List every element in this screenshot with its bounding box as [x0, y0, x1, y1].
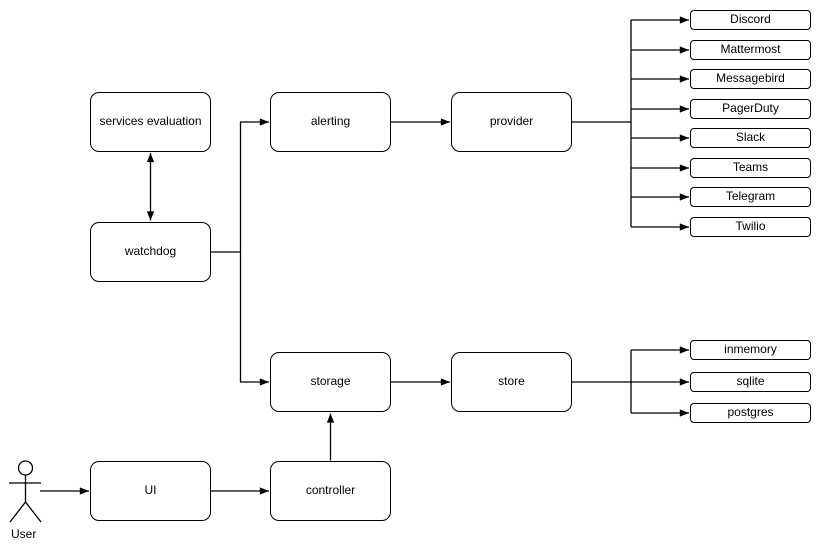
user-actor-label: User	[11, 527, 37, 541]
node-label: Twilio	[735, 219, 766, 234]
node-provider-twilio: Twilio	[690, 217, 811, 237]
node-label: Messagebird	[716, 71, 785, 86]
node-label: controller	[305, 483, 356, 498]
node-label: Mattermost	[720, 42, 781, 57]
node-label: postgres	[727, 405, 774, 420]
node-services-evaluation: services evaluation	[90, 92, 211, 152]
node-label: inmemory	[724, 342, 777, 357]
node-storage: storage	[270, 352, 391, 412]
edge-watchdog-alerting	[211, 118, 269, 253]
node-label: store	[498, 374, 525, 389]
node-label: Discord	[730, 12, 771, 27]
node-label: watchdog	[124, 244, 177, 259]
edge-watchdog-storage	[239, 252, 269, 386]
node-label: PagerDuty	[722, 101, 779, 116]
node-provider: provider	[451, 92, 572, 152]
node-store-sqlite: sqlite	[690, 372, 811, 392]
node-label: Teams	[732, 160, 769, 175]
node-label: services evaluation	[99, 114, 202, 129]
node-label: storage	[310, 374, 351, 389]
node-label: Telegram	[725, 189, 776, 204]
edge-store-trunk	[571, 350, 632, 413]
node-provider-teams: Teams	[690, 158, 811, 178]
node-label: alerting	[310, 114, 351, 129]
node-label: sqlite	[736, 374, 765, 389]
node-provider-slack: Slack	[690, 128, 811, 148]
node-store-inmemory: inmemory	[690, 340, 811, 360]
node-provider-messagebird: Messagebird	[690, 69, 811, 89]
node-label: provider	[489, 114, 534, 129]
node-store: store	[451, 352, 572, 412]
node-watchdog: watchdog	[90, 222, 211, 282]
node-label: UI	[144, 483, 157, 498]
edge-provider-trunk	[571, 20, 632, 227]
node-store-postgres: postgres	[690, 403, 811, 423]
node-provider-telegram: Telegram	[690, 187, 811, 207]
node-controller: controller	[270, 461, 391, 521]
node-provider-mattermost: Mattermost	[690, 40, 811, 60]
node-alerting: alerting	[270, 92, 391, 152]
node-provider-pagerduty: PagerDuty	[690, 99, 811, 119]
node-ui: UI	[90, 461, 211, 521]
node-provider-discord: Discord	[690, 10, 811, 30]
node-label: Slack	[735, 130, 766, 145]
user-actor-icon	[9, 460, 42, 523]
